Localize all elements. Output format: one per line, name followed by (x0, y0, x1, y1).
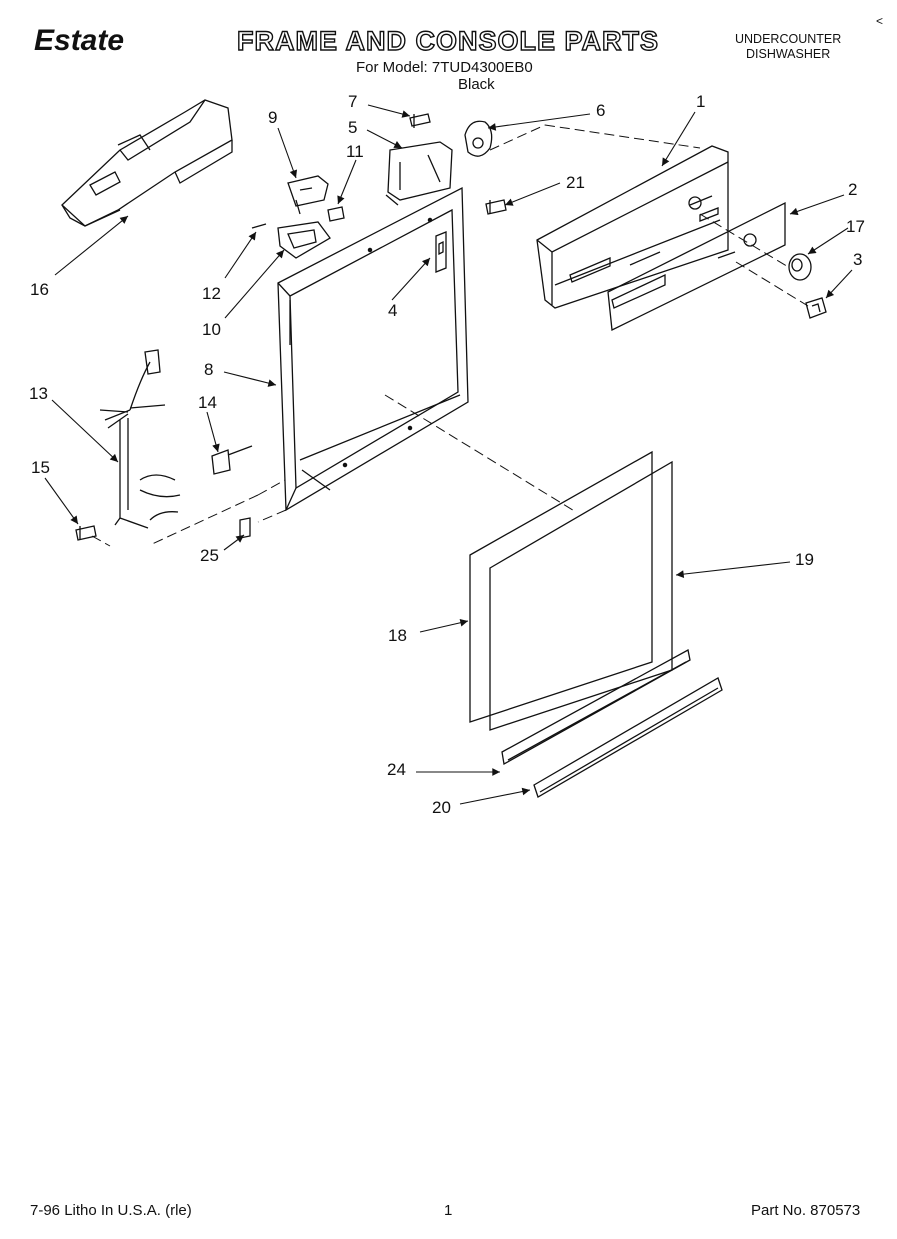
callout-21: 21 (566, 173, 585, 192)
part-16-cover (61, 99, 233, 227)
callout-10: 10 (202, 320, 221, 339)
part-18-door-panel (469, 450, 653, 723)
part-21-screw (485, 199, 507, 215)
product-line-1: UNDERCOUNTER (735, 32, 842, 46)
part-5-latch (385, 141, 453, 206)
part-7-screw (409, 113, 431, 128)
corner-mark: < (876, 14, 884, 28)
callout-16: 16 (30, 280, 49, 299)
product-line-2: DISHWASHER (745, 47, 831, 61)
part-11-clip (327, 206, 345, 222)
part-2-panel (607, 201, 786, 331)
page-number: 1 (444, 1202, 453, 1219)
part-25-clip (239, 517, 251, 539)
part-20-trim (533, 677, 723, 798)
callout-6: 6 (596, 101, 606, 120)
part-6-cam (464, 120, 493, 157)
brand-logo: Estate (34, 24, 125, 57)
page-title: FRAME AND CONSOLE PARTS (236, 25, 660, 56)
callout-17: 17 (846, 217, 865, 236)
callout-7: 7 (348, 92, 358, 111)
callout-leaders (44, 104, 853, 805)
part-14-switch (211, 445, 253, 475)
model-number: For Model: 7TUD4300EB0 (356, 59, 533, 76)
callout-25: 25 (200, 546, 219, 565)
part-12-pin (251, 223, 267, 229)
callout-3: 3 (853, 250, 863, 269)
part-10-holder (277, 221, 331, 259)
callout-24: 24 (387, 760, 406, 779)
part-number: Part No. 870573 (751, 1202, 861, 1219)
model-color: Black (458, 76, 495, 93)
part-24-trim (501, 649, 691, 766)
callout-18: 18 (388, 626, 407, 645)
callout-4: 4 (388, 301, 398, 320)
callout-19: 19 (795, 550, 814, 569)
callout-15: 15 (31, 458, 50, 477)
callout-2: 2 (848, 180, 858, 199)
callout-5: 5 (348, 118, 358, 137)
part-9-bracket (287, 175, 329, 215)
part-15-screw (75, 525, 97, 541)
callout-11: 11 (346, 142, 364, 161)
callout-1: 1 (696, 92, 706, 111)
callout-9: 9 (268, 108, 278, 127)
callout-20: 20 (432, 798, 451, 817)
alignment-lines (91, 124, 809, 547)
part-17-knob (788, 253, 812, 281)
part-3-clip (805, 297, 827, 319)
callout-12: 12 (202, 284, 221, 303)
part-4-strike (435, 231, 447, 273)
callout-14: 14 (198, 393, 217, 412)
litho-note: 7-96 Litho In U.S.A. (rle) (30, 1202, 192, 1219)
product-type: UNDERCOUNTER DISHWASHER (735, 32, 841, 62)
part-8-door-frame (277, 186, 469, 512)
part-19-door-panel (489, 460, 673, 731)
callout-13: 13 (29, 384, 48, 403)
part-1-console (536, 145, 729, 309)
part-13-harness (99, 349, 181, 529)
callout-8: 8 (204, 360, 214, 379)
